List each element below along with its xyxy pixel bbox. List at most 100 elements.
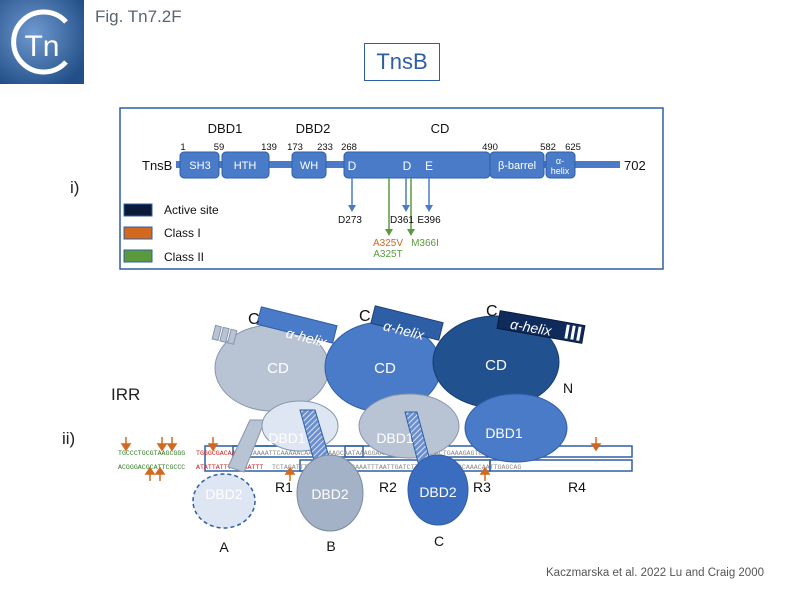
cd-heading: CD xyxy=(431,121,450,136)
sh3-label: SH3 xyxy=(189,160,210,172)
sh3-box xyxy=(179,151,220,179)
beta-barrel-label: β-barrel xyxy=(498,160,536,172)
dna-top-right: AACAAAATTCAAAAACAAGAAAAAGCAATAAAGGAAAGAA… xyxy=(241,450,482,457)
beta-barrel-box xyxy=(489,151,545,179)
dna-r1-box xyxy=(204,445,316,472)
dbd2-heading: DBD2 xyxy=(296,121,331,136)
hth-label: HTH xyxy=(234,160,257,172)
hth-box xyxy=(221,151,270,179)
dna-bottom-left: ACGGGACGCATTCGCCC xyxy=(118,464,185,471)
linker-c xyxy=(404,411,433,471)
legend-swatch-active xyxy=(123,203,153,217)
cd-b xyxy=(324,321,442,413)
pos-582: 582 xyxy=(540,142,556,153)
irr-label: IRR xyxy=(111,385,141,404)
repeat-r2: R2 xyxy=(379,479,397,495)
tn-logo: Tn xyxy=(0,0,84,84)
backbone-line xyxy=(176,161,620,168)
active-site-d1: D xyxy=(348,159,357,173)
helix-label-b: α-helix xyxy=(382,317,427,343)
helix-label-c: α-helix xyxy=(509,316,554,339)
legend-active-site: Active site xyxy=(164,203,219,217)
panel-i-frame xyxy=(119,107,664,270)
repeat-r3: R3 xyxy=(473,479,491,495)
dbd1-heading: DBD1 xyxy=(208,121,243,136)
dbd1-b xyxy=(358,393,460,459)
pos-173: 173 xyxy=(287,142,303,153)
cd-c xyxy=(432,315,560,409)
citation: Kaczmarska et al. 2022 Lu and Craig 2000 xyxy=(546,567,764,579)
repeat-r1: R1 xyxy=(275,479,293,495)
site-e396: E396 xyxy=(417,215,441,226)
dbd1-label-c: DBD1 xyxy=(485,425,523,441)
dbd1-a xyxy=(261,400,339,452)
cd-a xyxy=(214,324,330,412)
protomer-c-label: C xyxy=(434,533,444,549)
site-d273: D273 xyxy=(338,215,362,226)
cd-label-c: CD xyxy=(485,357,507,374)
dna-bottom-red: ATATTATTTCAGAATTT xyxy=(196,464,263,471)
dbd2-b xyxy=(296,454,364,532)
dna-top-box-3 xyxy=(486,445,633,458)
active-site-d2: D xyxy=(403,159,412,173)
dna-bottom-right: TCTAGATTTGAGGTTATCTGGAAATTTAATTGATCTTATC… xyxy=(272,464,521,471)
legend-swatch-class2 xyxy=(123,249,153,263)
pos-490: 490 xyxy=(482,142,498,153)
wh-box xyxy=(291,151,327,179)
active-site-e: E xyxy=(425,159,433,173)
linker-b xyxy=(299,409,337,483)
dna-bottom-box-1 xyxy=(299,459,491,472)
c-label-b: C xyxy=(359,308,371,325)
alpha-helix-label-1: α- xyxy=(556,156,564,166)
protein-end: 702 xyxy=(624,158,646,173)
dna-bottom-box-2 xyxy=(489,459,633,472)
c-label-c: C xyxy=(486,303,498,320)
wh-label: WH xyxy=(300,160,318,172)
site-d361: D361 xyxy=(390,215,414,226)
c-label-a: C xyxy=(248,311,260,328)
pos-268: 268 xyxy=(341,142,357,153)
dna-top-box-1 xyxy=(232,445,364,458)
site-a325v: A325V xyxy=(373,238,403,249)
cd-label-b: CD xyxy=(374,360,396,377)
pos-1: 1 xyxy=(180,142,185,153)
page-title: TnsB xyxy=(364,43,440,81)
protomer-b-label: B xyxy=(326,538,335,554)
dbd2-label-b: DBD2 xyxy=(311,486,349,502)
panel-ii-label: ii) xyxy=(62,429,76,448)
logo-graphic: Tn xyxy=(0,0,84,84)
legend-swatch-class1 xyxy=(123,226,153,240)
helix-label-a: α-helix xyxy=(284,325,329,351)
pos-625: 625 xyxy=(565,142,581,153)
dna-top-left: TGCCCTGCGTAAGCGGG xyxy=(118,450,185,457)
dbd2-a xyxy=(192,473,256,529)
helix-c xyxy=(496,310,586,344)
protein-name: TnsB xyxy=(142,158,172,173)
dbd1-label-b: DBD1 xyxy=(376,430,414,446)
legend-class-i: Class I xyxy=(164,226,201,240)
helix-b xyxy=(370,305,444,341)
legend-class-ii: Class II xyxy=(164,250,204,264)
n-label: N xyxy=(563,380,573,396)
figure-label: Fig. Tn7.2F xyxy=(95,7,182,26)
alpha-helix-box xyxy=(545,151,576,179)
linker-a xyxy=(227,419,266,473)
pos-139: 139 xyxy=(261,142,277,153)
dbd1-label-a: DBD1 xyxy=(268,430,306,446)
protomer-a-label: A xyxy=(219,539,229,555)
dbd1-c xyxy=(464,393,568,463)
cd-label-a: CD xyxy=(267,360,289,377)
dbd2-c xyxy=(407,454,469,526)
helix-a xyxy=(256,306,338,344)
dna-top-box-2 xyxy=(344,445,488,458)
dbd2-label-c: DBD2 xyxy=(419,484,457,500)
footprint-arrows xyxy=(120,437,602,481)
site-m366i: M366I xyxy=(411,238,439,249)
panel-i-label: i) xyxy=(70,178,80,197)
pos-233: 233 xyxy=(317,142,333,153)
catalytic-domain-box xyxy=(343,151,491,179)
site-a325t: A325T xyxy=(373,249,402,260)
pos-59: 59 xyxy=(214,142,225,153)
